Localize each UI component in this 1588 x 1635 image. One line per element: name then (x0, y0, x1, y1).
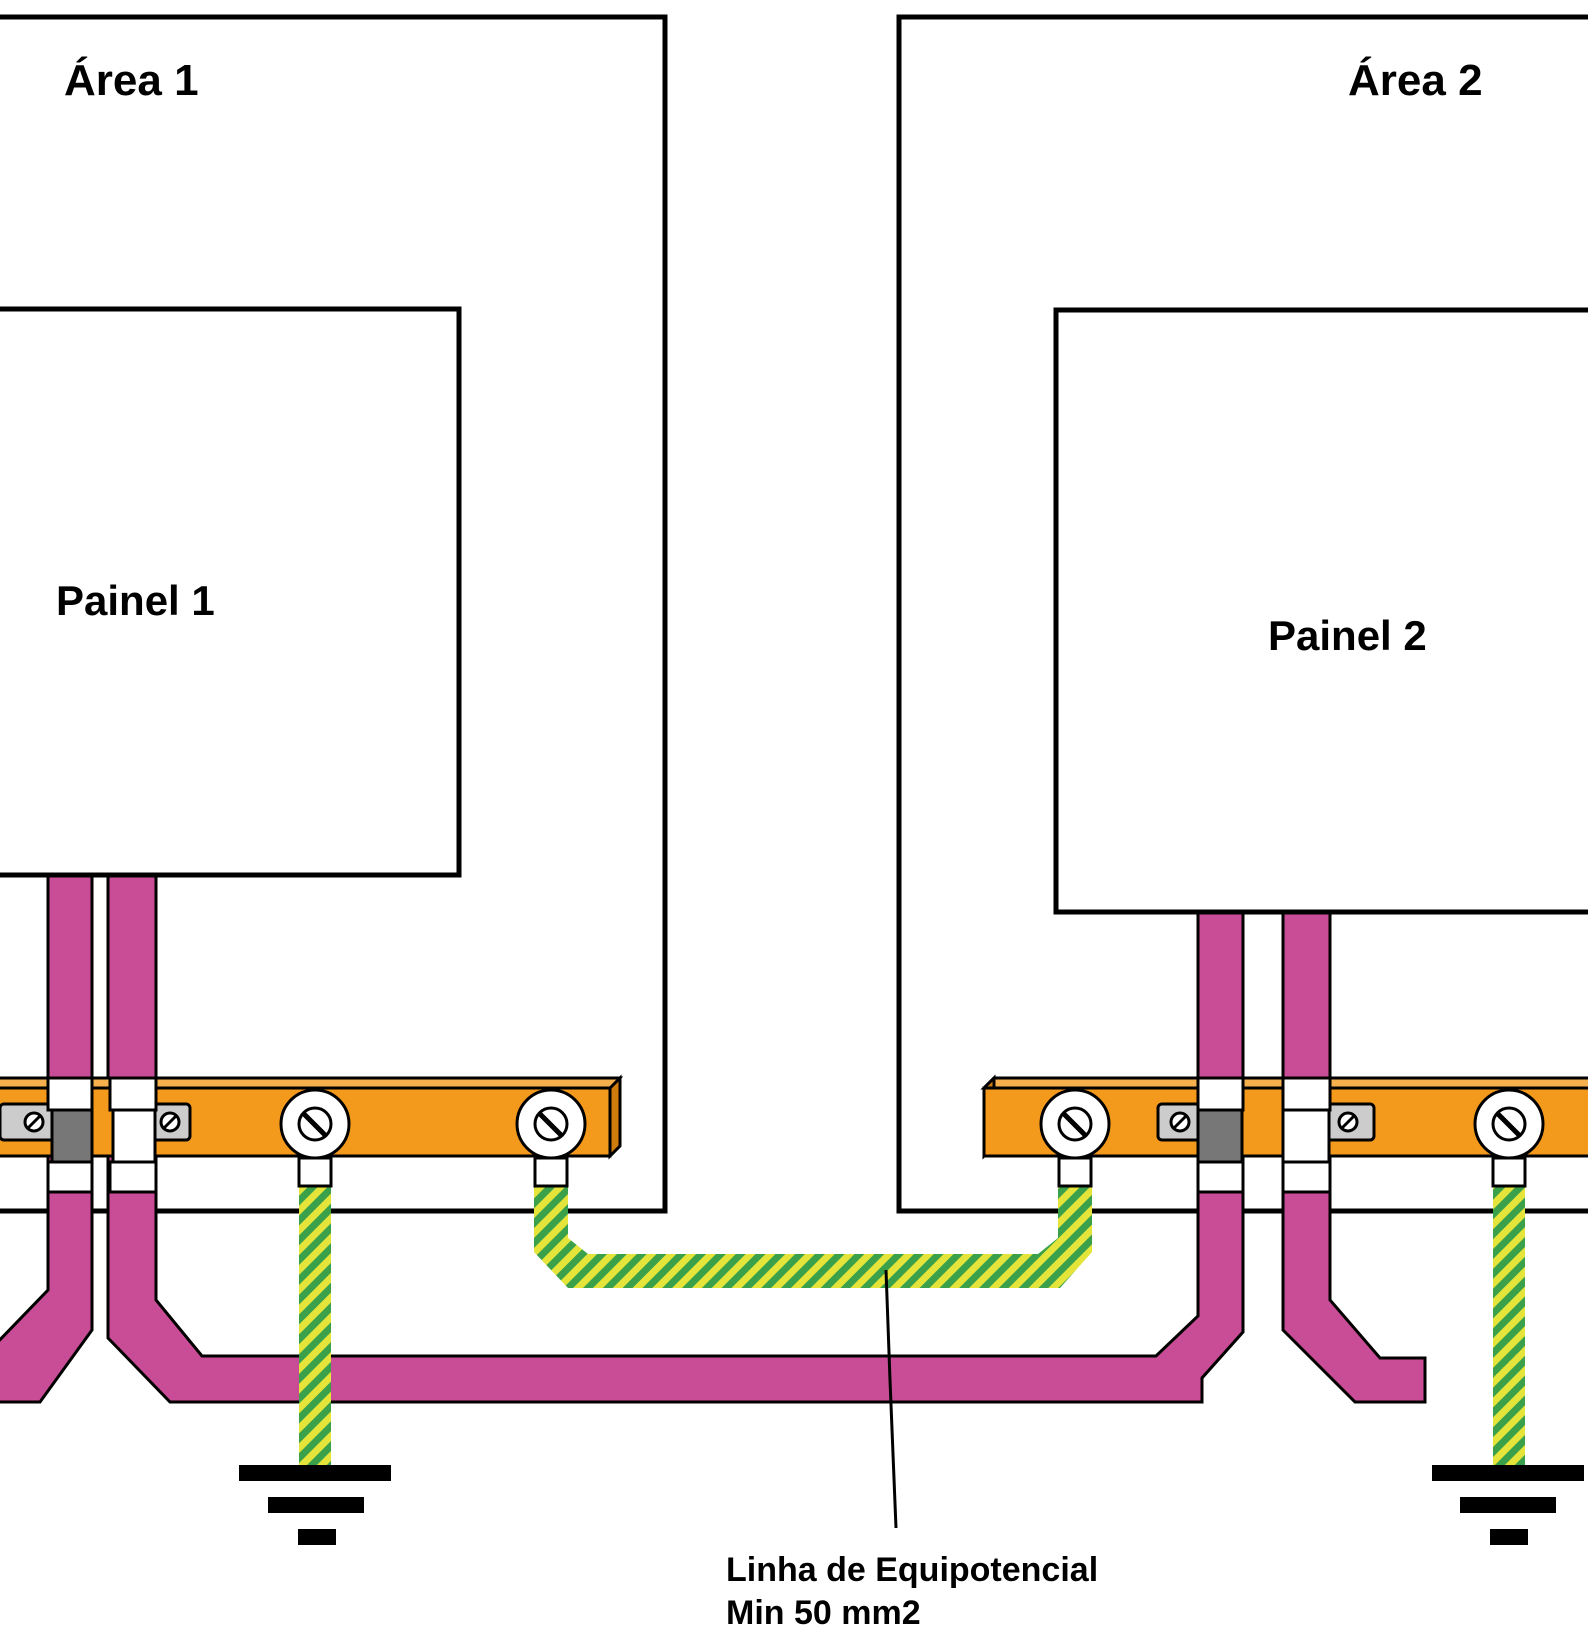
equipotential-leader-line (884, 1269, 898, 1529)
busbar-1-clamps (0, 1076, 192, 1194)
area-2-box (896, 14, 1588, 1214)
equipotential-label-line2: Min 50 mm2 (726, 1594, 921, 1632)
earth-symbol-2 (1432, 1465, 1584, 1545)
ground-wires (299, 1180, 1525, 1466)
panel-2-cable-right (1281, 905, 1427, 1404)
earth-symbol-1 (239, 1465, 391, 1545)
area-2-label: Área 2 (1348, 55, 1483, 105)
panel-1-cable-left (0, 873, 94, 1404)
area-1-label: Área 1 (64, 55, 199, 105)
lug-p1-ground (279, 1088, 351, 1188)
busbar-2-clamps (1156, 1076, 1376, 1194)
terminal-lugs (279, 1088, 1545, 1188)
lug-p1-equipotential (515, 1088, 587, 1188)
panel-2-box (1053, 307, 1588, 915)
panel-1-label: Painel 1 (56, 577, 215, 624)
lug-p2-ground (1473, 1088, 1545, 1188)
panel-1-box (0, 306, 462, 878)
equipotential-wire (534, 1180, 1092, 1288)
panel-1-ground-wire (299, 1184, 331, 1466)
panel-2-ground-wire (1493, 1184, 1525, 1466)
equipotential-label-line1: Linha de Equipotencial (726, 1551, 1098, 1589)
panel-2-label: Painel 2 (1268, 612, 1427, 659)
lug-p2-equipotential (1039, 1088, 1111, 1188)
